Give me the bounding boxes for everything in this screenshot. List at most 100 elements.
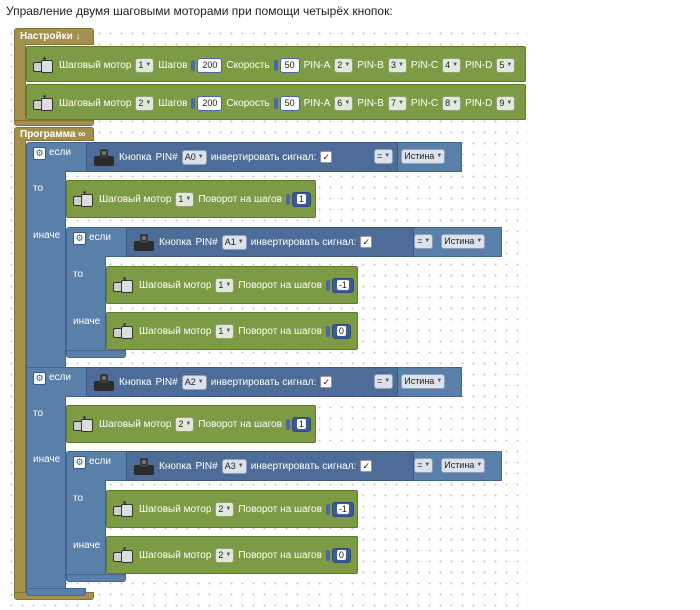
button-condition[interactable]: Кнопка PIN# A3▼ инвертировать сигнал: ✓ (126, 451, 414, 481)
if-block[interactable]: ⚙ если (26, 142, 86, 172)
blockly-workspace[interactable]: Настройки ↓ Шаговый мотор 1▼ Шагов 200 С… (6, 28, 528, 608)
truth-dropdown[interactable]: Истина▼ (401, 373, 446, 389)
truth-dropdown[interactable]: Истина▼ (401, 148, 446, 164)
chevron-down-icon: ▼ (145, 62, 152, 68)
motor-id-dropdown[interactable]: 1▼ (135, 57, 155, 73)
steps-input[interactable]: 0 (325, 323, 351, 339)
invert-checkbox[interactable]: ✓ (360, 236, 373, 248)
program-block[interactable]: Программа ∞ (14, 127, 94, 141)
motor-setup-block[interactable]: Шаговый мотор 1▼ Шагов 200 Скорость 50 P… (26, 46, 526, 82)
then-keyword: то (73, 269, 84, 280)
motor-id-dropdown[interactable]: 2▼ (175, 416, 195, 432)
motor-label: Шаговый мотор (99, 418, 172, 430)
if-block[interactable]: ⚙ если (66, 451, 126, 481)
invert-label: инвертировать сигнал: (250, 236, 357, 248)
button-condition[interactable]: Кнопка PIN# A0▼ инвертировать сигнал: ✓ (86, 142, 398, 172)
if-block[interactable]: ⚙ если (66, 227, 126, 257)
stepper-motor-icon (33, 94, 55, 112)
if-block[interactable]: ⚙ если (26, 367, 86, 397)
motor-rotate-block[interactable]: Шаговый мотор 2▼ Поворот на шагов -1 (106, 490, 358, 528)
stepper-motor-icon (113, 546, 135, 564)
steps-input[interactable]: -1 (325, 277, 354, 293)
motor-rotate-block[interactable]: Шаговый мотор 2▼ Поворот на шагов 0 (106, 536, 358, 574)
gear-icon[interactable]: ⚙ (73, 232, 86, 245)
pin-dropdown[interactable]: A0▼ (181, 149, 207, 165)
steps-input[interactable]: 200 (191, 95, 223, 111)
motor-setup-block[interactable]: Шаговый мотор 2▼ Шагов 200 Скорость 50 P… (26, 84, 526, 120)
pin-d-dropdown[interactable]: 9▼ (496, 95, 516, 111)
stepper-motor-icon (113, 322, 135, 340)
rotate-label: Поворот на шагов (198, 418, 282, 430)
pin-dropdown[interactable]: A2▼ (181, 374, 207, 390)
speed-input[interactable]: 50 (273, 95, 300, 111)
if-foot (66, 574, 126, 582)
motor-id-dropdown[interactable]: 1▼ (215, 323, 235, 339)
gear-icon[interactable]: ⚙ (33, 372, 46, 385)
page-heading: Управление двумя шаговыми моторами при п… (6, 4, 393, 18)
pin-a-dropdown[interactable]: 2▼ (334, 57, 354, 73)
speed-input[interactable]: 50 (273, 57, 300, 73)
motor-id-dropdown[interactable]: 1▼ (175, 191, 195, 207)
gear-icon[interactable]: ⚙ (73, 456, 86, 469)
gear-icon[interactable]: ⚙ (33, 147, 46, 160)
stepper-motor-icon (113, 276, 135, 294)
steps-input[interactable]: -1 (325, 501, 354, 517)
else-keyword: иначе (73, 316, 101, 327)
motor-label: Шаговый мотор (139, 503, 212, 515)
steps-label: Шагов (158, 59, 188, 71)
operator-dropdown[interactable]: =▼ (414, 457, 434, 473)
button-label: Кнопка (159, 460, 192, 472)
pin-dropdown[interactable]: A3▼ (221, 458, 247, 474)
button-label: Кнопка (159, 236, 192, 248)
motor-id-dropdown[interactable]: 2▼ (135, 95, 155, 111)
else-keyword: иначе (33, 454, 61, 465)
steps-input[interactable]: 1 (285, 416, 311, 432)
pin-d-label: PIN-D (465, 97, 493, 109)
stepper-motor-icon (73, 415, 95, 433)
truth-dropdown[interactable]: Истина▼ (441, 233, 486, 249)
invert-label: инвертировать сигнал: (250, 460, 357, 472)
button-condition[interactable]: Кнопка PIN# A2▼ инвертировать сигнал: ✓ (86, 367, 398, 397)
steps-input[interactable]: 1 (285, 191, 311, 207)
invert-checkbox[interactable]: ✓ (360, 460, 373, 472)
pin-dropdown[interactable]: A1▼ (221, 234, 247, 250)
motor-rotate-block[interactable]: Шаговый мотор 1▼ Поворот на шагов 0 (106, 312, 358, 350)
invert-checkbox[interactable]: ✓ (320, 151, 333, 163)
pin-c-dropdown[interactable]: 4▼ (442, 57, 462, 73)
operator-dropdown[interactable]: =▼ (374, 373, 394, 389)
operator-dropdown[interactable]: =▼ (414, 233, 434, 249)
settings-spine (14, 44, 26, 122)
motor-label: Шаговый мотор (139, 279, 212, 291)
operator-dropdown[interactable]: =▼ (374, 148, 394, 164)
motor-rotate-block[interactable]: Шаговый мотор 1▼ Поворот на шагов -1 (106, 266, 358, 304)
pin-b-dropdown[interactable]: 3▼ (387, 57, 407, 73)
speed-label: Скорость (226, 97, 270, 109)
if-keyword: если (89, 232, 111, 243)
motor-label: Шаговый мотор (139, 549, 212, 561)
steps-input[interactable]: 200 (191, 57, 223, 73)
invert-checkbox[interactable]: ✓ (320, 376, 333, 388)
pin-b-dropdown[interactable]: 7▼ (387, 95, 407, 111)
pin-b-label: PIN-B (357, 59, 384, 71)
steps-input[interactable]: 0 (325, 547, 351, 563)
pin-a-dropdown[interactable]: 6▼ (334, 95, 354, 111)
settings-block[interactable]: Настройки ↓ (14, 28, 94, 45)
motor-label: Шаговый мотор (99, 193, 172, 205)
motor-id-dropdown[interactable]: 1▼ (215, 277, 235, 293)
motor-rotate-block[interactable]: Шаговый мотор 2▼ Поворот на шагов 1 (66, 405, 316, 443)
motor-label: Шаговый мотор (59, 59, 132, 71)
pin-d-dropdown[interactable]: 5▼ (496, 57, 516, 73)
pin-d-label: PIN-D (465, 59, 493, 71)
settings-label: Настройки ↓ (20, 31, 81, 42)
steps-label: Шагов (158, 97, 188, 109)
motor-id-dropdown[interactable]: 2▼ (215, 501, 235, 517)
motor-id-dropdown[interactable]: 2▼ (215, 547, 235, 563)
pin-c-label: PIN-C (410, 59, 439, 71)
button-condition[interactable]: Кнопка PIN# A1▼ инвертировать сигнал: ✓ (126, 227, 414, 257)
motor-label: Шаговый мотор (59, 97, 132, 109)
pin-c-dropdown[interactable]: 8▼ (442, 95, 462, 111)
truth-dropdown[interactable]: Истина▼ (441, 457, 486, 473)
if-spine (66, 256, 106, 356)
stepper-motor-icon (113, 500, 135, 518)
motor-rotate-block[interactable]: Шаговый мотор 1▼ Поворот на шагов 1 (66, 180, 316, 218)
